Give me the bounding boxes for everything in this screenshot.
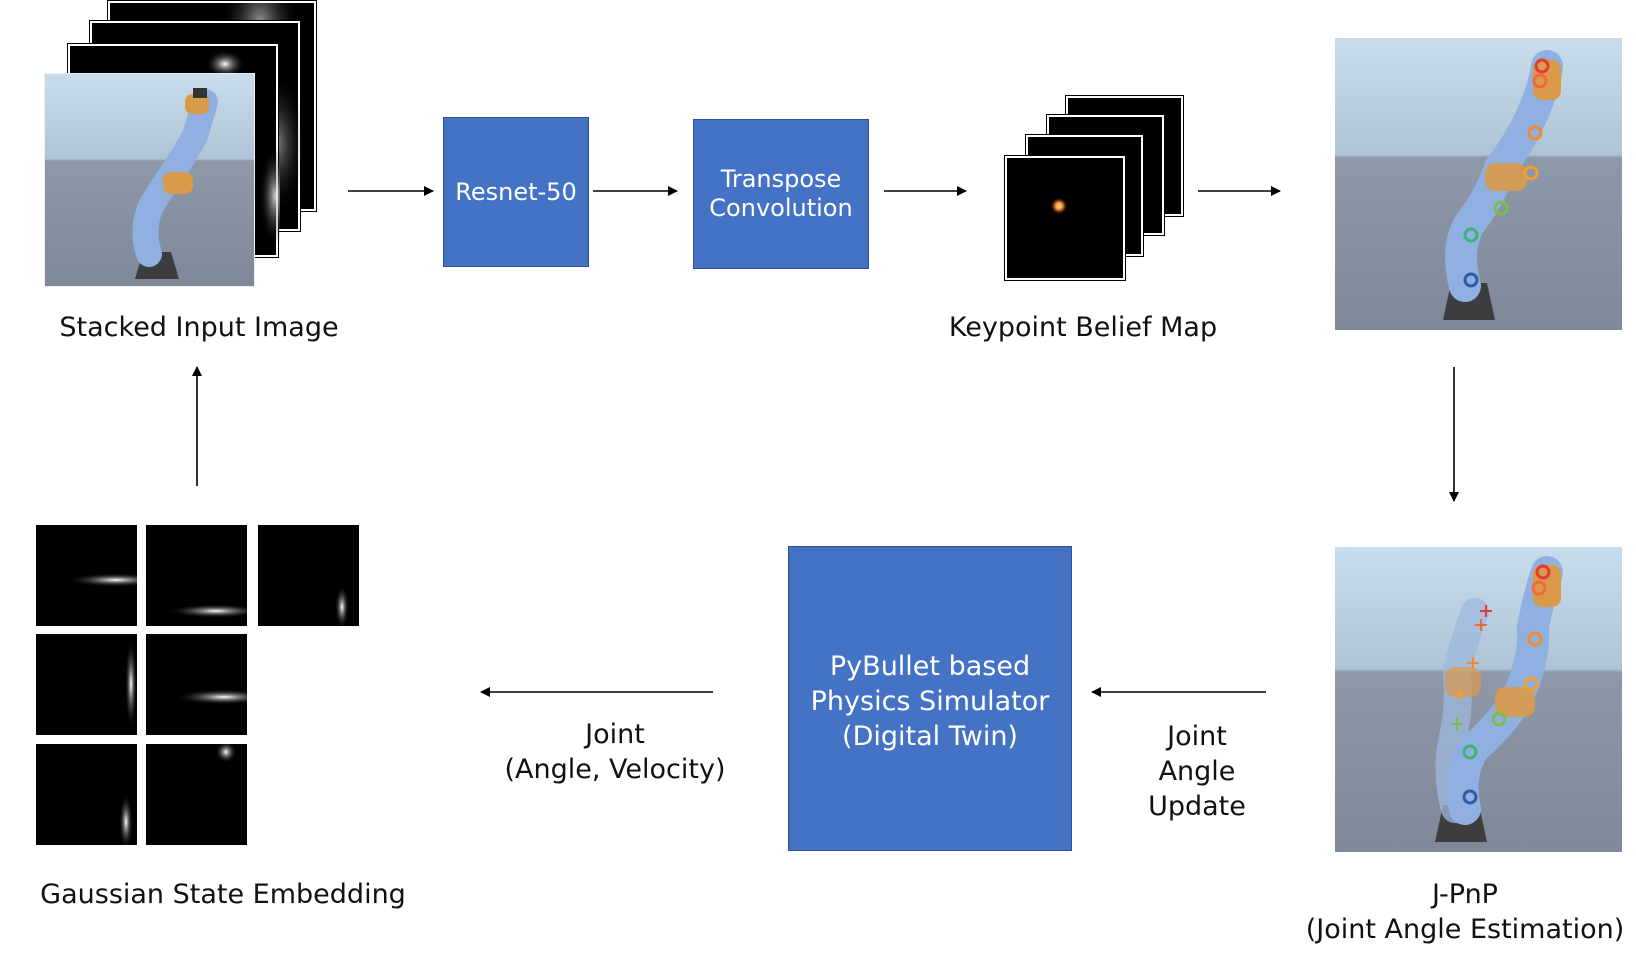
- gaussian-heatmap-tile: [36, 634, 137, 735]
- stacked-input-image-label: Stacked Input Image: [59, 312, 339, 343]
- resnet-50-label: Resnet-50: [455, 178, 577, 206]
- jpnp-label: J-PnP (Joint Angle Estimation): [1305, 879, 1625, 945]
- keypoint-belief-map-label: Keypoint Belief Map: [948, 312, 1218, 343]
- gaussian-heatmap-tile: [146, 744, 247, 845]
- pybullet-simulator-block: PyBullet based Physics Simulator (Digita…: [788, 546, 1072, 851]
- pybullet-simulator-label: PyBullet based Physics Simulator (Digita…: [810, 651, 1050, 752]
- gaussian-heatmap-tile: [146, 634, 247, 735]
- robot-arm-icon: [132, 88, 218, 279]
- robot-arm-render-jpnp: [1335, 547, 1622, 852]
- joint-angle-update-label: Joint Angle Update: [1148, 721, 1246, 822]
- joint-angle-velocity-label: Joint (Angle, Velocity): [504, 719, 726, 785]
- robot-arm-keypoints-icon: [1443, 50, 1563, 320]
- gaussian-heatmap-tile: [36, 525, 137, 626]
- robot-arm-render-input: [44, 73, 255, 287]
- transpose-convolution-label: Transpose Convolution: [709, 165, 853, 222]
- gaussian-heatmap-tile: [258, 525, 359, 626]
- resnet-50-block: Resnet-50: [443, 117, 589, 267]
- robot-arm-render-keypoints: [1335, 38, 1622, 330]
- gaussian-heatmap-tile: [146, 525, 247, 626]
- gaussian-heatmap-tile: [36, 744, 137, 845]
- belief-frame-1: [1004, 155, 1126, 281]
- keypoint-dot: [1050, 197, 1068, 215]
- gaussian-state-embedding-label: Gaussian State Embedding: [40, 879, 406, 910]
- transpose-convolution-block: Transpose Convolution: [693, 119, 869, 269]
- robot-arm-jpnp-icon: [1435, 556, 1563, 842]
